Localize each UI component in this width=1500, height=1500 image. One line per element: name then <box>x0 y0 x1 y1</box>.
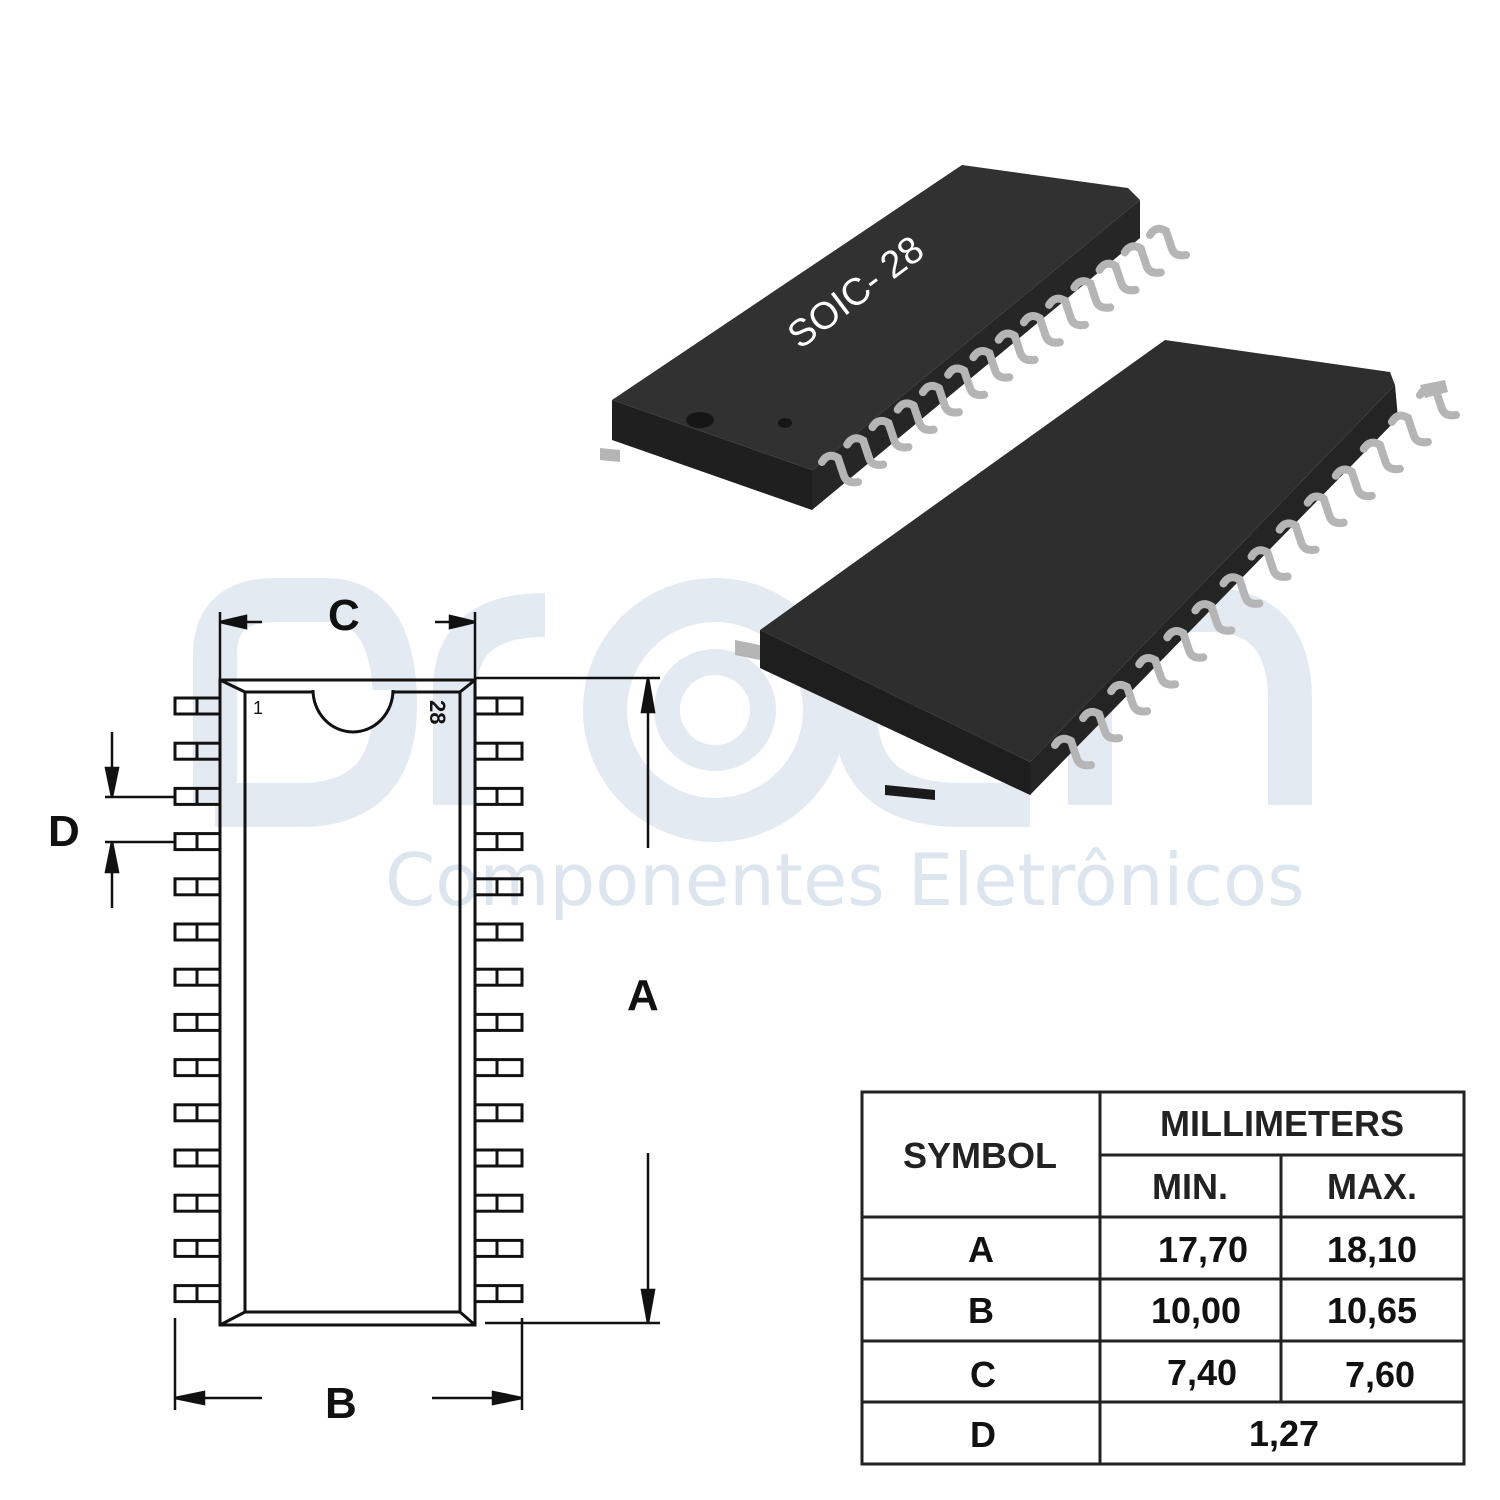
lead <box>1019 312 1064 347</box>
pin1-notch <box>311 689 395 734</box>
table-cell-value: 1,27 <box>1249 1413 1319 1454</box>
chip-outline-drawing <box>173 678 524 1327</box>
lead <box>1095 259 1140 295</box>
table-row: B 10,00 10,65 <box>968 1290 1417 1331</box>
chip-3d-left-leads <box>818 224 1190 487</box>
pin1-dimple <box>686 412 714 428</box>
lead <box>1146 224 1190 260</box>
package-body <box>218 678 477 1327</box>
lead <box>1163 627 1208 662</box>
table-header-max: MAX. <box>1327 1166 1417 1207</box>
lead <box>1120 242 1165 277</box>
lead <box>893 399 938 434</box>
lead <box>1247 546 1292 581</box>
lead <box>1331 465 1376 501</box>
table-cell-symbol: A <box>968 1229 994 1270</box>
lead <box>1387 411 1432 447</box>
lead <box>1045 294 1090 330</box>
chip-3d-render: SOIC- 28 <box>600 165 1460 800</box>
dimension-b <box>173 1318 524 1410</box>
table-cell-min: 7,40 <box>1167 1352 1237 1393</box>
lead <box>1079 707 1124 743</box>
table-row: D 1,27 <box>970 1413 1319 1455</box>
table-cell-symbol: D <box>970 1414 996 1455</box>
table-cell-min: 17,70 <box>1158 1229 1248 1270</box>
watermark-text: Componentes Eletrônicos <box>385 838 1305 922</box>
pin-28-label: 28 <box>425 700 450 724</box>
lead <box>868 416 913 452</box>
table-header-min: MIN. <box>1152 1166 1228 1207</box>
lead <box>918 381 963 417</box>
lead <box>1359 438 1404 474</box>
table-header-symbol: SYMBOL <box>903 1135 1057 1176</box>
lead <box>944 364 989 400</box>
dimension-lines <box>104 612 660 1410</box>
table-cell-min: 10,00 <box>1151 1290 1241 1331</box>
lead <box>1219 573 1264 608</box>
lead <box>818 451 862 487</box>
lead <box>843 434 888 469</box>
dimension-a-label: A <box>627 971 659 1020</box>
dimension-table: SYMBOL MILLIMETERS MIN. MAX. A 17,70 18,… <box>860 1090 1466 1466</box>
right-pin-row <box>473 696 524 1304</box>
table-cell-max: 10,65 <box>1327 1290 1417 1331</box>
table-header-millimeters: MILLIMETERS <box>1160 1103 1404 1144</box>
table-cell-symbol: B <box>968 1290 994 1331</box>
lead <box>994 329 1039 365</box>
lead <box>969 347 1014 382</box>
dimension-b-label: B <box>325 1379 357 1428</box>
dimension-d-label: D <box>48 807 80 856</box>
lead <box>1107 680 1152 716</box>
table-row: A 17,70 18,10 <box>968 1229 1417 1270</box>
lead <box>1275 519 1320 554</box>
chip-3d-left: SOIC- 28 <box>600 165 1190 510</box>
lead <box>1416 384 1460 420</box>
lead <box>1303 492 1348 528</box>
lead <box>1051 734 1095 770</box>
lead <box>1135 654 1180 689</box>
table-row: C 7,40 7,60 <box>970 1352 1415 1395</box>
chip-3d-right <box>735 340 1460 800</box>
dimension-c <box>218 612 477 680</box>
lead <box>1070 277 1115 312</box>
dimension-c-label: C <box>328 591 360 640</box>
table-cell-symbol: C <box>970 1354 996 1395</box>
table-cell-max: 7,60 <box>1345 1354 1415 1395</box>
dimension-a <box>475 676 660 1325</box>
pin-1-label: 1 <box>253 698 263 718</box>
left-pin-row <box>173 696 222 1304</box>
table-cell-max: 18,10 <box>1327 1229 1417 1270</box>
dimension-d <box>104 732 175 908</box>
chip-3d-right-leads <box>1051 384 1460 770</box>
lead <box>1191 600 1236 635</box>
